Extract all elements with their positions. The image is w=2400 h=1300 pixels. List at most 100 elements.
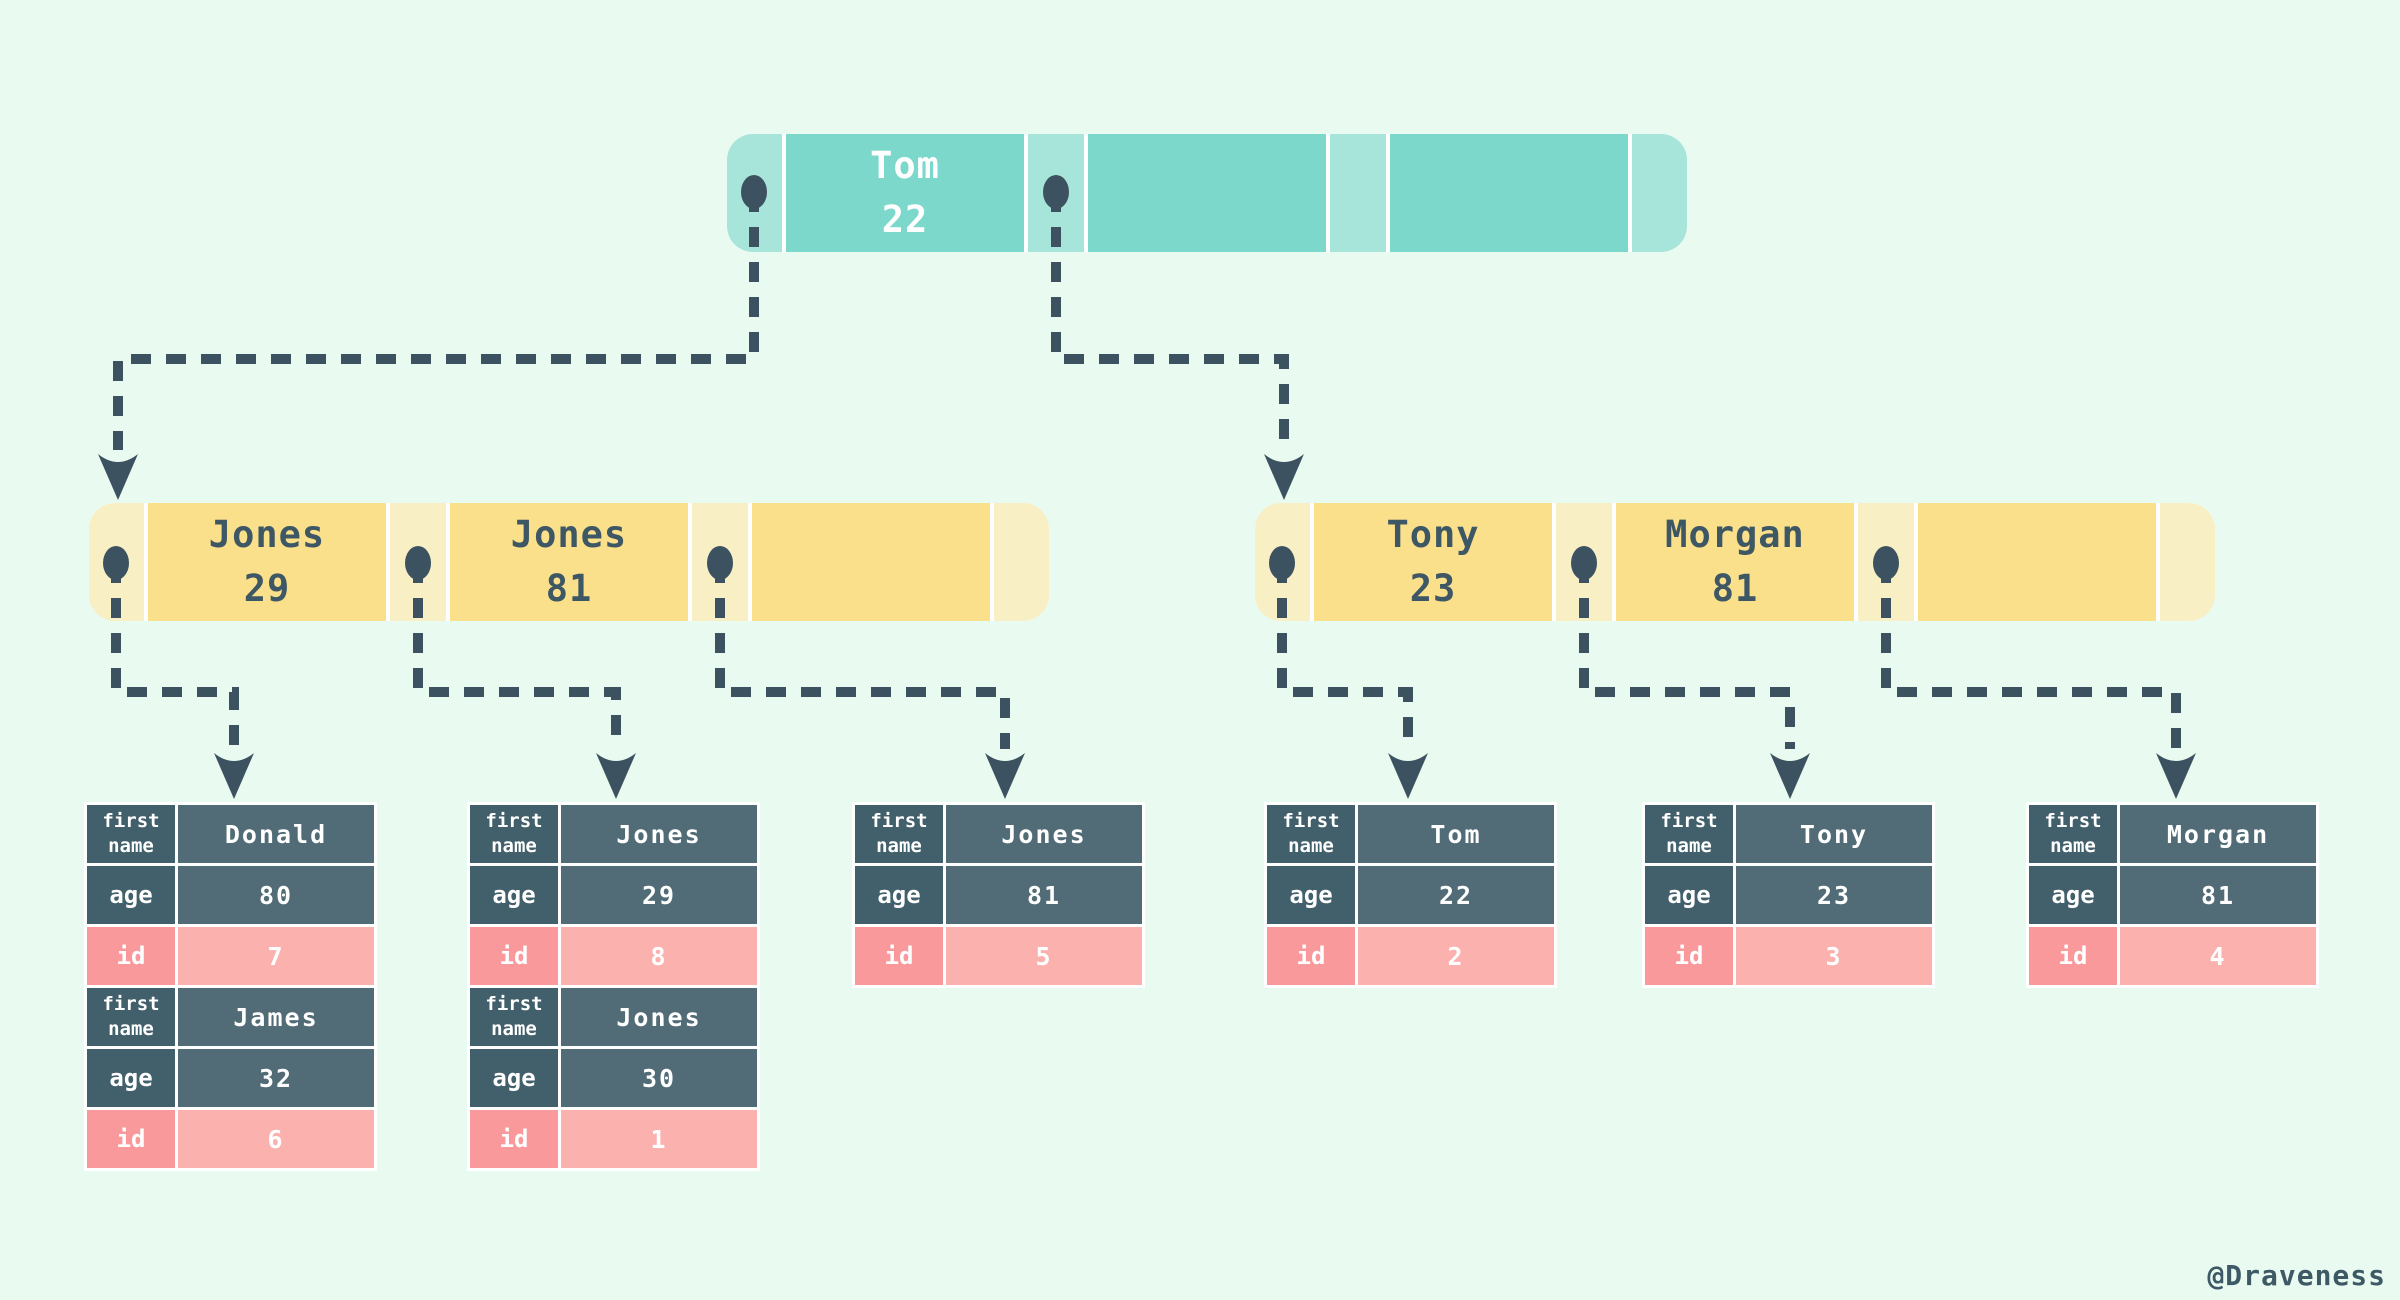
pointer-cell bbox=[1330, 134, 1386, 252]
pointer-cell bbox=[1858, 503, 1914, 621]
field-label: first name bbox=[2029, 805, 2117, 863]
arrowhead bbox=[1264, 454, 1304, 500]
record-table: first name Tom age 22 id 2 bbox=[1264, 802, 1557, 988]
pointer-cell bbox=[2160, 503, 2215, 621]
key-name: Tom bbox=[870, 144, 940, 188]
watermark: @Draveness bbox=[2207, 1259, 2386, 1292]
record-row-first-name: first name Morgan bbox=[2029, 805, 2316, 863]
field-label: id bbox=[470, 1110, 558, 1168]
key-cell bbox=[752, 503, 990, 621]
record-table: first name Jones age 29 id 8 first name … bbox=[467, 802, 760, 1171]
field-value: Jones bbox=[561, 988, 757, 1046]
key-cell: Tony 23 bbox=[1314, 503, 1552, 621]
pointer-cell bbox=[390, 503, 446, 621]
field-value: Tony bbox=[1736, 805, 1932, 863]
field-value: Jones bbox=[946, 805, 1142, 863]
btree-internal-node-right: Tony 23 Morgan 81 bbox=[1255, 503, 2215, 621]
field-value: 8 bbox=[561, 927, 757, 985]
record-row-age: age 29 bbox=[470, 866, 757, 924]
record-row-age: age 30 bbox=[470, 1049, 757, 1107]
pointer-cell bbox=[994, 503, 1049, 621]
field-label: id bbox=[87, 1110, 175, 1168]
record-row-first-name: first name Jones bbox=[470, 805, 757, 863]
record-row-first-name: first name James bbox=[87, 988, 374, 1046]
field-label: id bbox=[87, 927, 175, 985]
record-row-first-name: first name Tony bbox=[1645, 805, 1932, 863]
arrowhead bbox=[1388, 753, 1428, 799]
record-row-first-name: first name Tom bbox=[1267, 805, 1554, 863]
record-row-age: age 80 bbox=[87, 866, 374, 924]
field-label: first name bbox=[87, 805, 175, 863]
field-value: 4 bbox=[2120, 927, 2316, 985]
record-row-first-name: first name Jones bbox=[470, 988, 757, 1046]
record-table: first name Tony age 23 id 3 bbox=[1642, 802, 1935, 988]
field-value: 2 bbox=[1358, 927, 1554, 985]
field-label: first name bbox=[855, 805, 943, 863]
field-label: first name bbox=[1267, 805, 1355, 863]
key-name: Jones bbox=[510, 513, 628, 557]
record-row-id: id 3 bbox=[1645, 927, 1932, 985]
field-label: id bbox=[2029, 927, 2117, 985]
arrowhead bbox=[596, 753, 636, 799]
pointer-cell bbox=[1632, 134, 1687, 252]
record-row-id: id 7 bbox=[87, 927, 374, 985]
key-name: Morgan bbox=[1665, 513, 1805, 557]
key-cell: Jones 29 bbox=[148, 503, 386, 621]
key-cell bbox=[1390, 134, 1628, 252]
key-age: 22 bbox=[881, 198, 929, 241]
key-age: 29 bbox=[243, 567, 291, 610]
field-value: 5 bbox=[946, 927, 1142, 985]
arrowhead bbox=[98, 454, 138, 500]
record-row-age: age 81 bbox=[855, 866, 1142, 924]
field-value: 7 bbox=[178, 927, 374, 985]
field-label: age bbox=[1267, 866, 1355, 924]
key-cell: Jones 81 bbox=[450, 503, 688, 621]
arrowhead bbox=[214, 753, 254, 799]
field-value: Jones bbox=[561, 805, 757, 863]
pointer-cell bbox=[692, 503, 748, 621]
pointer-cell bbox=[1028, 134, 1084, 252]
field-value: 29 bbox=[561, 866, 757, 924]
field-label: id bbox=[1645, 927, 1733, 985]
record-row-id: id 6 bbox=[87, 1110, 374, 1168]
field-label: id bbox=[1267, 927, 1355, 985]
field-value: 3 bbox=[1736, 927, 1932, 985]
record-row-age: age 22 bbox=[1267, 866, 1554, 924]
record-row-age: age 32 bbox=[87, 1049, 374, 1107]
field-value: 81 bbox=[2120, 866, 2316, 924]
record-table: first name Donald age 80 id 7 first name… bbox=[84, 802, 377, 1171]
field-value: James bbox=[178, 988, 374, 1046]
record-row-id: id 5 bbox=[855, 927, 1142, 985]
field-label: age bbox=[470, 1049, 558, 1107]
field-label: age bbox=[2029, 866, 2117, 924]
key-name: Tony bbox=[1386, 513, 1480, 557]
field-value: 80 bbox=[178, 866, 374, 924]
field-label: age bbox=[87, 866, 175, 924]
field-label: first name bbox=[1645, 805, 1733, 863]
field-label: first name bbox=[470, 988, 558, 1046]
record-row-id: id 2 bbox=[1267, 927, 1554, 985]
key-cell bbox=[1918, 503, 2156, 621]
field-value: 22 bbox=[1358, 866, 1554, 924]
key-age: 81 bbox=[545, 567, 593, 610]
field-label: age bbox=[470, 866, 558, 924]
arrowhead bbox=[2156, 753, 2196, 799]
field-value: 30 bbox=[561, 1049, 757, 1107]
key-name: Jones bbox=[208, 513, 326, 557]
field-value: Tom bbox=[1358, 805, 1554, 863]
key-cell: Morgan 81 bbox=[1616, 503, 1854, 621]
field-value: Morgan bbox=[2120, 805, 2316, 863]
field-value: 32 bbox=[178, 1049, 374, 1107]
pointer-cell bbox=[89, 503, 144, 621]
record-row-id: id 4 bbox=[2029, 927, 2316, 985]
connector-line bbox=[113, 192, 759, 450]
key-age: 23 bbox=[1409, 567, 1457, 610]
record-row-id: id 1 bbox=[470, 1110, 757, 1168]
record-row-age: age 81 bbox=[2029, 866, 2316, 924]
field-label: first name bbox=[470, 805, 558, 863]
pointer-cell bbox=[1255, 503, 1310, 621]
field-label: age bbox=[855, 866, 943, 924]
arrowhead bbox=[985, 753, 1025, 799]
btree-internal-node-left: Jones 29 Jones 81 bbox=[89, 503, 1049, 621]
field-value: 23 bbox=[1736, 866, 1932, 924]
